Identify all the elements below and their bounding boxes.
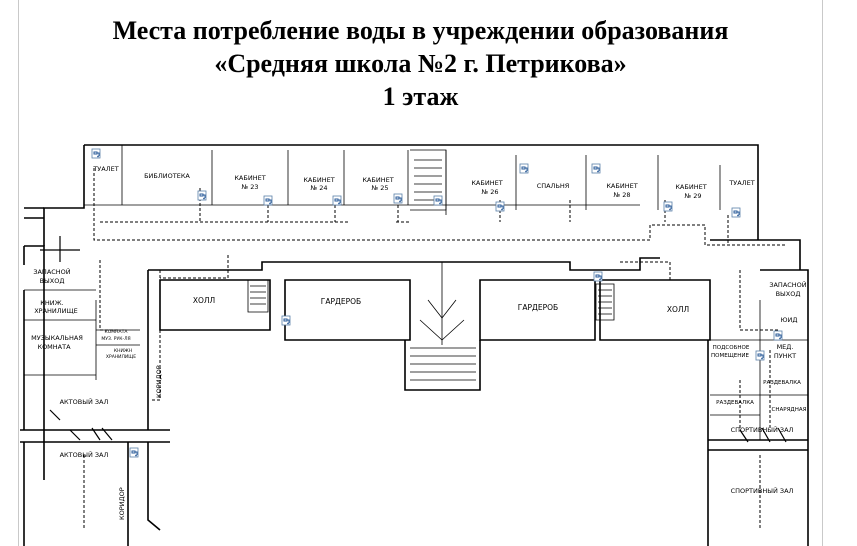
label-cabinet-29: КАБИНЕТ bbox=[675, 183, 706, 191]
faucet-icon bbox=[393, 193, 403, 204]
label-medical-2: ПУНКТ bbox=[774, 352, 796, 360]
label-cabinet-29-number: № 29 bbox=[683, 192, 701, 200]
label-toilet-right: ТУАЛЕТ bbox=[728, 179, 754, 187]
label-utility-room: ПОДСОБНОЕ bbox=[713, 345, 750, 351]
label-hall-left: ХОЛЛ bbox=[193, 296, 215, 305]
label-exit-right: ЗАПАСНОЙ bbox=[769, 280, 806, 289]
label-gym-bottom: СПОРТИВНЫЙ ЗАЛ bbox=[731, 486, 794, 495]
faucet-icon bbox=[495, 201, 505, 212]
label-cabinet-28: КАБИНЕТ bbox=[606, 182, 637, 190]
label-gym-top: СПОРТИВНЫЙ ЗАЛ bbox=[731, 425, 794, 434]
room-labels: ТУАЛЕТ БИБЛИОТЕКА КАБИНЕТ № 23 КАБИНЕТ №… bbox=[31, 165, 807, 520]
label-cabinet-25: КАБИНЕТ bbox=[362, 176, 393, 184]
label-cabinet-28-number: № 28 bbox=[612, 191, 630, 199]
faucet-icon bbox=[91, 148, 101, 159]
faucet-icon bbox=[263, 195, 273, 206]
label-locker-room-2: РАЗДЕВАЛКА bbox=[716, 400, 754, 406]
title-line-1: Места потребление воды в учреждении обра… bbox=[112, 16, 729, 45]
faucet-icon bbox=[129, 447, 139, 458]
faucet-icon bbox=[332, 195, 342, 206]
faucet-icon bbox=[433, 195, 443, 206]
label-cabinet-26-number: № 26 bbox=[480, 188, 498, 196]
label-music-head-room: КОМНАТА bbox=[105, 329, 129, 335]
title-line-2: «Средняя школа №2 г. Петрикова» bbox=[214, 49, 627, 78]
label-cabinet-26: КАБИНЕТ bbox=[471, 179, 502, 187]
label-library: БИБЛИОТЕКА bbox=[144, 172, 190, 180]
label-cabinet-24: КАБИНЕТ bbox=[303, 176, 334, 184]
faucet-icon bbox=[591, 163, 601, 174]
label-book-small: КНИЖН bbox=[114, 348, 132, 354]
label-exit-right-2: ВЫХОД bbox=[776, 290, 801, 298]
faucet-icon bbox=[281, 315, 291, 326]
label-bedroom: СПАЛЬНЯ bbox=[537, 182, 570, 190]
label-cabinet-24-number: № 24 bbox=[309, 184, 327, 192]
partitions bbox=[24, 145, 808, 440]
label-cabinet-23: КАБИНЕТ bbox=[234, 174, 265, 182]
label-assembly-hall-bottom: АКТОВЫЙ ЗАЛ bbox=[60, 450, 109, 459]
label-book-storage: КНИЖ. bbox=[40, 299, 63, 307]
faucet-icon bbox=[773, 330, 783, 341]
page-edge-right bbox=[822, 0, 823, 546]
label-book-storage-2: ХРАНИЛИЩЕ bbox=[34, 307, 78, 315]
building-walls bbox=[20, 144, 809, 546]
label-music-room: МУЗЫКАЛЬНАЯ bbox=[31, 334, 83, 342]
label-hall-right: ХОЛЛ bbox=[667, 305, 689, 314]
label-music-head-room-2: МУЗ. РУК-ЛЯ bbox=[101, 336, 130, 342]
title-line-3: 1 этаж bbox=[382, 82, 459, 111]
label-toilet-left: ТУАЛЕТ bbox=[92, 165, 118, 173]
label-cabinet-23-number: № 23 bbox=[240, 183, 258, 191]
label-cabinet-25-number: № 25 bbox=[370, 184, 388, 192]
label-music-room-2: КОМНАТА bbox=[37, 343, 71, 351]
faucet-icon bbox=[197, 190, 207, 201]
label-book-small-2: ХРАНИЛИЩЕ bbox=[106, 354, 136, 360]
faucet-icon bbox=[519, 163, 529, 174]
label-exit-left: ЗАПАСНОЙ bbox=[33, 267, 70, 276]
label-medical: МЕД. bbox=[777, 343, 794, 351]
label-exit-left-2: ВЫХОД bbox=[40, 277, 65, 285]
label-corridor-left: КОРИДОР bbox=[155, 365, 163, 398]
label-utility-room-2: ПОМЕЩЕНИЕ bbox=[711, 353, 749, 359]
label-yuid: ЮИД bbox=[781, 316, 798, 324]
label-assembly-hall-top: АКТОВЫЙ ЗАЛ bbox=[60, 397, 109, 406]
faucet-icon bbox=[731, 207, 741, 218]
label-locker-room-1: РАЗДЕВАЛКА bbox=[763, 380, 801, 386]
label-cloakroom-left: ГАРДЕРОБ bbox=[321, 297, 361, 306]
label-corridor-bottom: КОРИДОР bbox=[118, 487, 126, 520]
faucet-icon bbox=[755, 350, 765, 361]
faucet-icon bbox=[663, 201, 673, 212]
page-edge-left bbox=[18, 0, 19, 546]
label-equipment-room: СНАРЯДНАЯ bbox=[772, 407, 807, 413]
faucet-icon bbox=[593, 271, 603, 282]
label-cloakroom-right: ГАРДЕРОБ bbox=[518, 303, 558, 312]
plan-title: Места потребление воды в учреждении обра… bbox=[19, 14, 822, 113]
water-pipes bbox=[40, 168, 787, 530]
